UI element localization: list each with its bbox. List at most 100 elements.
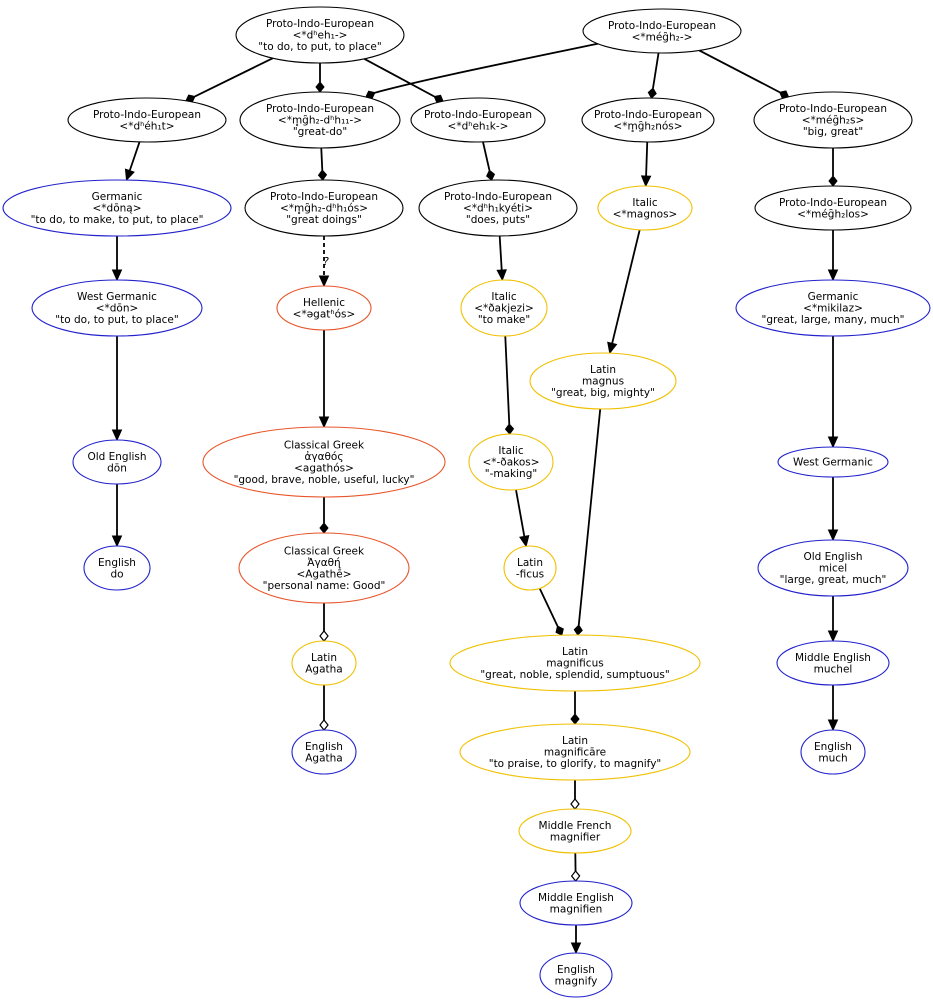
node-label-line: magnus xyxy=(582,376,624,388)
node-label-line: "great, large, many, much" xyxy=(762,314,905,326)
node-label-line: <*əgatʰós> xyxy=(293,308,356,320)
edge-label: ? xyxy=(323,256,329,268)
diamond-head xyxy=(570,713,580,725)
node-pie-dheht: Proto-Indo-European<*dʰéh₁t> xyxy=(67,97,227,143)
node-hel-agathos: Hellenic<*əgatʰós> xyxy=(276,285,372,331)
node-label-line: <*dʰh₁kyéti> xyxy=(463,203,533,215)
node-label-line: Proto-Indo-European xyxy=(779,197,887,209)
node-label-line: <*dʰeh₁-> xyxy=(293,30,348,42)
node-label-line: magnify xyxy=(555,975,598,987)
arrow-head xyxy=(640,175,652,188)
node-label-line: "big, great" xyxy=(803,126,863,138)
node-pie-mgh2dh: Proto-Indo-European<*m̥g̑h₂-dʰh₁₁->"grea… xyxy=(239,91,401,149)
edge-gmc-mikilaz-to-wgmc xyxy=(827,336,839,449)
diamond-head xyxy=(486,169,496,181)
node-label-line: Proto-Indo-European xyxy=(266,103,374,115)
edge-enm-muchel-to-en-much xyxy=(827,685,839,732)
edge-lat-agatha-to-en-agatha xyxy=(319,685,329,731)
node-wgmc: West Germanic xyxy=(777,446,889,478)
node-ellipse xyxy=(597,185,693,231)
node-ellipse xyxy=(757,539,909,597)
node-label-line: Germanic xyxy=(92,191,143,203)
node-label-line: Agatha xyxy=(305,663,343,675)
diamond-head xyxy=(319,522,329,534)
node-label-line: "personal name: Good" xyxy=(263,580,386,592)
edge-pie-dheh-to-pie-dhehk xyxy=(363,58,444,103)
node-label-line: "large, great, much" xyxy=(780,574,887,586)
node-ellipse xyxy=(735,279,931,337)
node-ellipse xyxy=(754,185,912,231)
node-label-line: Latin xyxy=(590,364,616,376)
node-label-line: <*-ðakos> xyxy=(482,457,539,469)
node-label-line: micel xyxy=(819,563,847,575)
node-label-line: Hellenic xyxy=(303,297,345,309)
node-label-line: magnificus xyxy=(546,658,603,670)
edge-gmc-dona-to-wgmc-don xyxy=(111,236,123,282)
node-ellipse xyxy=(518,808,632,854)
node-wgmc-don: West Germanic<*dōn>"to do, to put, to pl… xyxy=(31,279,203,337)
node-label-line: <*ðakjezi> xyxy=(474,303,534,315)
node-ellipse xyxy=(582,8,742,54)
node-label-line: <*mikilaz> xyxy=(803,303,863,315)
edge-line xyxy=(515,489,526,537)
arrow-head xyxy=(827,719,839,732)
arrow-head xyxy=(827,630,839,643)
node-label-line: "to do, to put, to place" xyxy=(55,314,178,326)
node-label-line: Proto-Indo-European xyxy=(608,20,716,32)
node-ellipse xyxy=(238,532,410,604)
edge-ang-micel-to-enm-muchel xyxy=(827,596,839,643)
node-label-line: <*m̥g̑h₂-dʰh₁ós> xyxy=(280,203,368,215)
edge-pie-meghs-to-pie-meghlos xyxy=(828,148,838,187)
edge-lat-magnificare-to-frm-magnifier xyxy=(570,780,580,810)
edge-wgmc-don-to-ang-don xyxy=(111,336,123,442)
node-ellipse xyxy=(776,640,890,686)
edge-line xyxy=(538,588,559,627)
edge-pie-dheh-to-pie-dheht xyxy=(185,57,274,103)
edge-grc-agathos-to-grc-agathe xyxy=(319,497,329,534)
edge-line xyxy=(320,147,324,171)
diamond-head xyxy=(647,87,657,99)
node-label-line: "to praise, to glorify, to magnify" xyxy=(489,758,662,770)
node-label-line: Latin xyxy=(562,646,588,658)
arrow-head xyxy=(318,275,330,288)
node-label-line: "to make" xyxy=(478,314,530,326)
node-label-line: English xyxy=(305,741,343,753)
node-ellipse xyxy=(244,179,404,237)
node-label-line: <*m̥g̑h₂nós> xyxy=(613,120,682,132)
diamond-head xyxy=(504,423,515,435)
node-label-line: "great, big, mighty" xyxy=(551,387,655,399)
node-label-line: "great doings" xyxy=(286,214,362,226)
arrow-head xyxy=(124,168,135,182)
node-ellipse xyxy=(539,952,613,998)
node-label-line: English xyxy=(557,964,595,976)
edge-ita-fakjezi-to-ita-fakos xyxy=(504,335,515,435)
node-label-line: "great, noble, splendid, sumptuous" xyxy=(480,669,669,681)
node-label-line: Proto-Indo-European xyxy=(444,191,552,203)
arrow-head xyxy=(570,942,582,955)
node-label-line: Ἀγαθή xyxy=(307,557,340,569)
node-label-line: Old English xyxy=(87,451,146,463)
node-ita-fakjezi: Italic<*ðakjezi>"to make" xyxy=(460,279,548,337)
node-label-line: <*még̑h₂-> xyxy=(632,31,693,43)
node-label-line: Middle English xyxy=(795,652,871,664)
arrow-head xyxy=(827,529,839,542)
open-diamond-head xyxy=(319,630,329,642)
node-pie-mgh2nos: Proto-Indo-European<*m̥g̑h₂nós> xyxy=(581,97,715,143)
node-label-line: English xyxy=(814,741,852,753)
node-label-line: Italic xyxy=(632,197,657,209)
node-label-line: <*dōną> xyxy=(92,203,141,215)
node-ellipse xyxy=(291,729,357,775)
edge-pie-mgh2nos-to-ita-magnos xyxy=(640,141,652,188)
edge-pie-dheh-to-pie-mgh2dh xyxy=(315,63,325,93)
node-label-line: dōn xyxy=(107,462,127,474)
node-ellipse xyxy=(581,97,715,143)
node-label-line: "to do, to make, to put, to place" xyxy=(31,214,204,226)
node-label-line: do xyxy=(110,568,123,580)
node-ita-fakos: Italic<*-ðakos>"-making" xyxy=(468,433,554,491)
